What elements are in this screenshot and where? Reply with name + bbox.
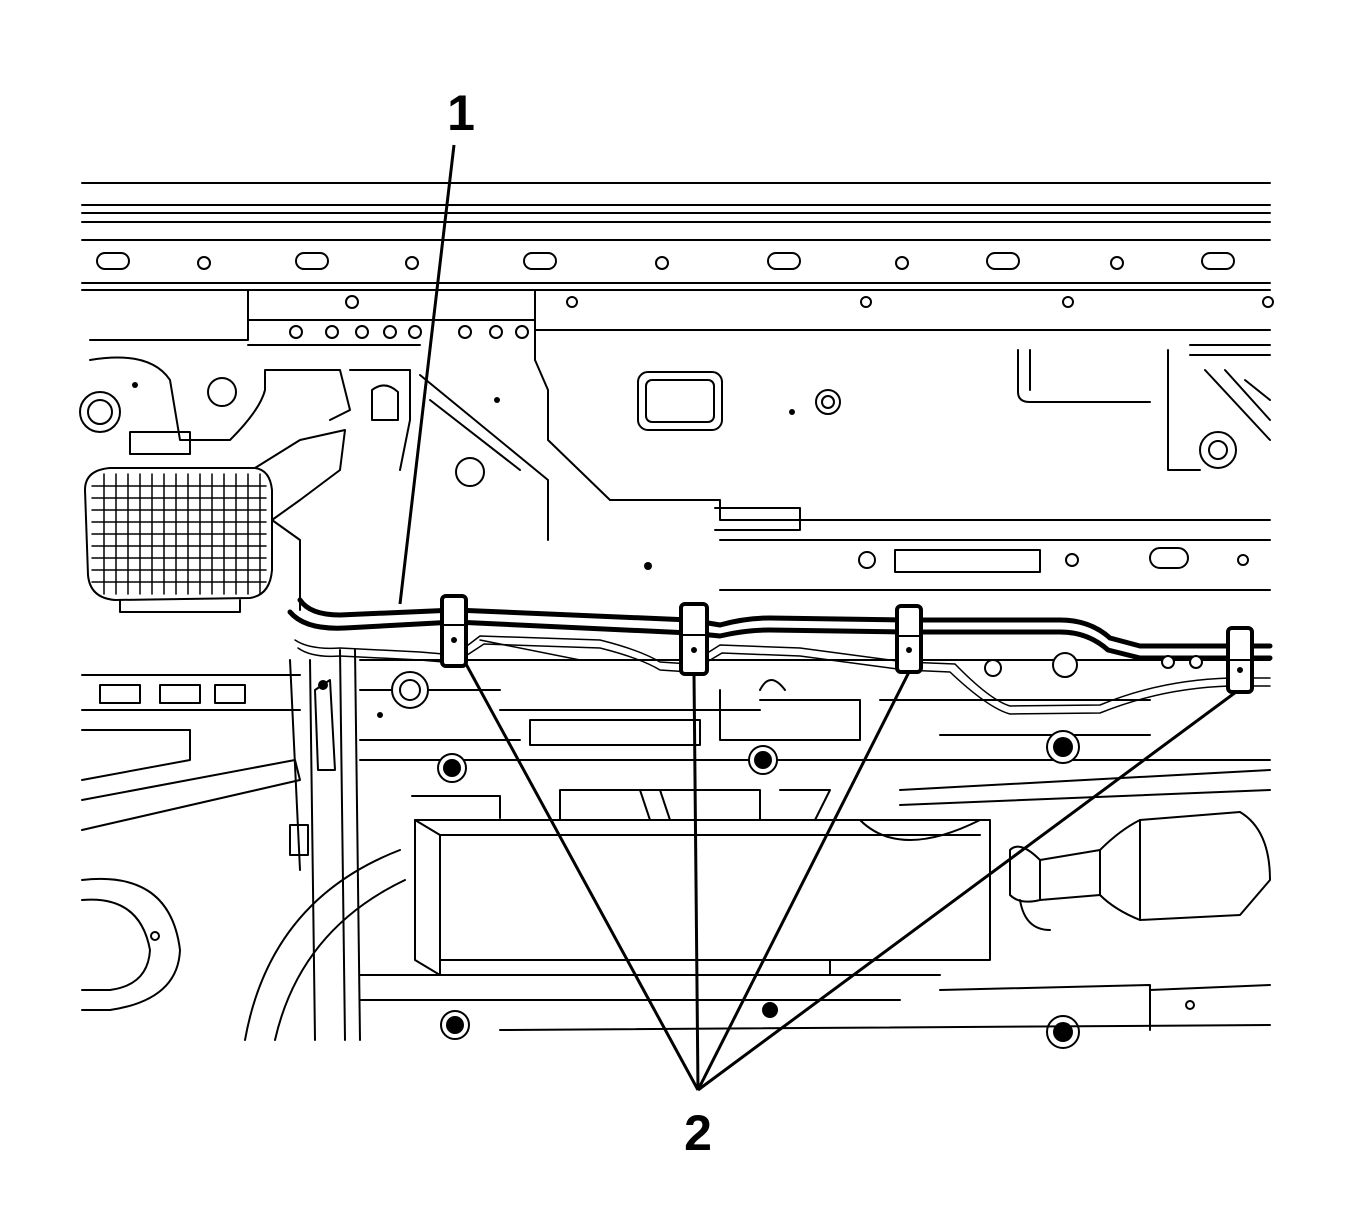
leader-2d <box>697 690 1237 1092</box>
clip-icon <box>895 604 923 674</box>
lower-floor-panels <box>244 849 1271 1041</box>
left-lower-structure <box>81 649 361 1041</box>
bolts <box>437 730 1080 1049</box>
callout-leaders <box>398 144 1237 1092</box>
leader-2b <box>692 673 700 1091</box>
center-panel <box>534 289 1274 521</box>
clip-icon <box>1226 626 1254 694</box>
left-upper-structure <box>79 289 549 541</box>
bolt-icon <box>1046 730 1080 764</box>
callout-1: 1 <box>447 85 475 141</box>
bolt-icon <box>748 745 778 775</box>
crosshatch-grille-icon <box>84 429 346 613</box>
center-lower-structure <box>359 659 1271 821</box>
line-clips <box>440 594 1254 694</box>
bolt-icon <box>440 1010 470 1040</box>
callout-2: 2 <box>684 1105 712 1161</box>
bolt-icon <box>762 1002 778 1018</box>
catalytic-converter-icon <box>1009 811 1271 931</box>
upper-frame-rail <box>81 182 1271 291</box>
fuel-brake-line-bundle <box>287 597 1273 715</box>
muffler-box <box>411 795 991 976</box>
rail-slot-holes <box>96 252 1235 270</box>
leader-2c <box>696 671 911 1091</box>
bolt-icon <box>437 753 467 783</box>
leader-1 <box>398 144 456 605</box>
clip-icon <box>440 594 468 668</box>
detail-holes <box>644 507 1271 678</box>
leader-2a <box>464 663 700 1091</box>
clip-icon <box>679 602 709 676</box>
bolt-icon <box>1046 1015 1080 1049</box>
